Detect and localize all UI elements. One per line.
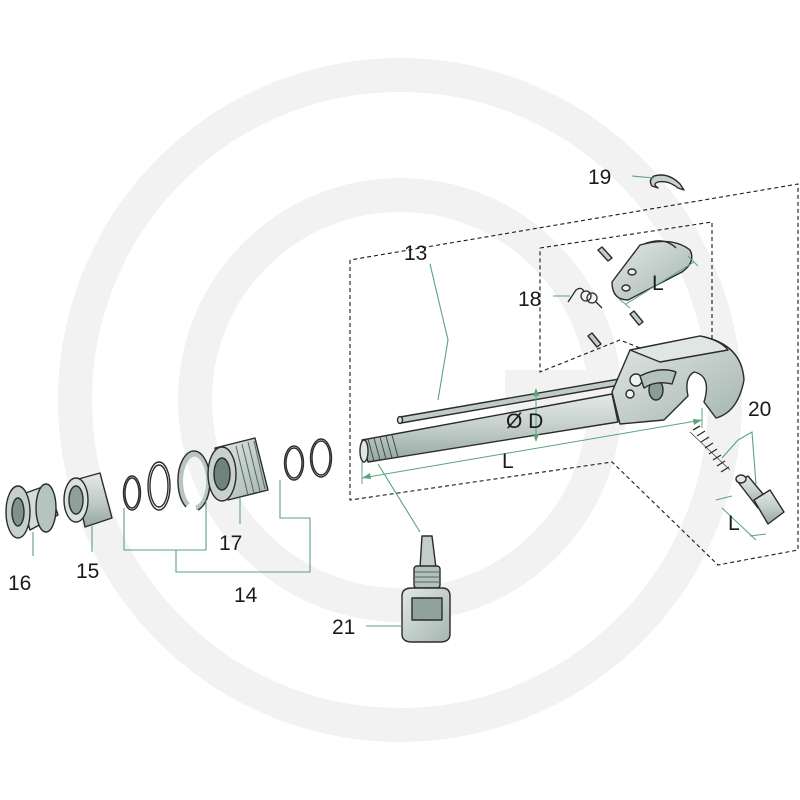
callout-18: 18 — [518, 288, 541, 311]
dimension-od: Ø D — [506, 388, 543, 442]
callout-15: 15 — [76, 560, 99, 583]
dimension-diameter-label: Ø D — [506, 410, 543, 433]
part-14-ring-small — [122, 475, 142, 511]
part-20-compression-spring — [689, 425, 731, 473]
part-15-sleeve — [63, 472, 113, 528]
callout-17: 17 — [219, 532, 242, 555]
dimension-hook-length-label: L — [652, 272, 664, 295]
part-13-hook-head — [611, 335, 745, 425]
assembly-13-dashed-outline — [349, 183, 799, 566]
part-21-thread-locker-bottle — [401, 535, 451, 643]
part-18-spring-pin-bottom — [587, 332, 602, 348]
callout-19: 19 — [588, 166, 611, 189]
part-20-locking-pin — [735, 474, 785, 525]
part-18-latch — [611, 240, 693, 301]
callout-14: 14 — [234, 584, 258, 607]
part-17-ball-joint — [207, 437, 269, 502]
part-16-flange — [5, 483, 59, 539]
callout-20: 20 — [748, 398, 771, 421]
callout-13: 13 — [404, 242, 427, 265]
dimension-main-length-label: L — [502, 450, 514, 473]
part-19-retaining-clip — [649, 174, 685, 191]
part-14-ring-medium — [147, 461, 171, 511]
part-14-ring-pair — [283, 438, 333, 481]
callout-21: 21 — [332, 616, 355, 639]
dimension-hook-length: L — [617, 255, 699, 309]
part-14-snap-ring — [177, 450, 212, 511]
part-18-spring-pin-top — [597, 246, 613, 262]
callout-16: 16 — [8, 572, 31, 595]
part-18-spring-pin-right — [629, 310, 644, 326]
assembly-18-dashed-outline — [539, 221, 713, 373]
leader-lines — [32, 175, 757, 627]
dimension-pin-length-label: L — [728, 512, 740, 535]
dimension-pin-length: L — [715, 495, 767, 541]
dimension-main-length: L — [361, 408, 703, 484]
part-18-torsion-spring — [567, 287, 603, 309]
